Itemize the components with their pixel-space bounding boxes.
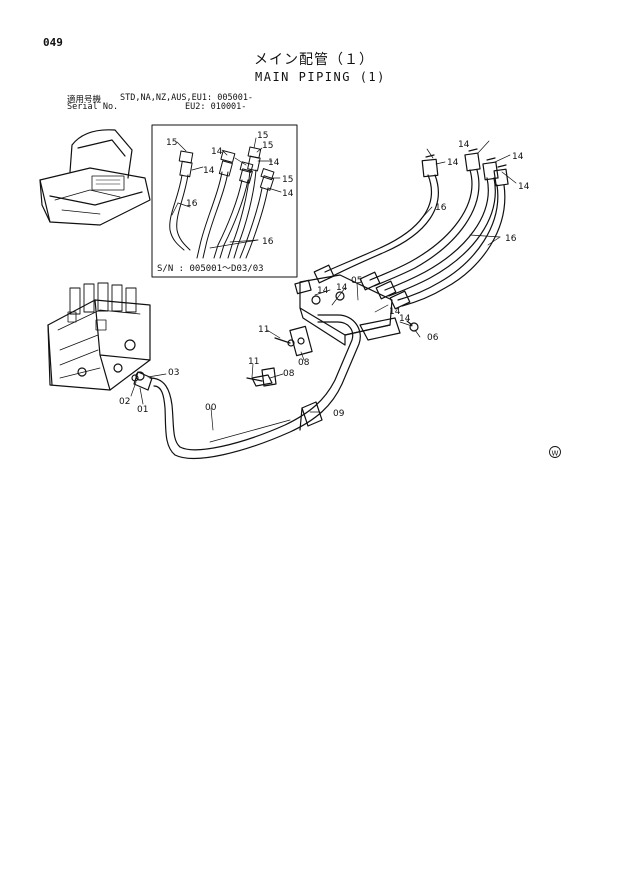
manifold-block [294,274,401,346]
hose-assembly [313,148,509,310]
serial-label-english: Serial No. [67,102,119,112]
callout-14: 14 [512,152,524,162]
callout-02: 02 [119,397,130,407]
callout-01: 01 [137,405,148,415]
inset-serial-range: S/N : 005001～D03/03 [157,264,264,274]
page-number: 049 [43,36,63,49]
callout-08: 08 [298,358,310,368]
callout-14: 14 [317,286,329,296]
callout-15: 15 [166,138,177,148]
callout-08: 08 [283,369,295,379]
callout-16: 16 [435,203,447,213]
main-pipe [131,314,361,460]
callout-06: 06 [427,333,439,343]
callout-14: 14 [518,182,530,192]
clamp-08-lower [251,367,277,387]
callout-14: 14 [203,166,215,176]
title-english: MAIN PIPING (1) [255,70,386,84]
callout-15: 15 [282,175,293,185]
callout-11: 11 [248,357,259,367]
callout-05: 05 [351,276,362,286]
inset-hoses [169,146,275,259]
corner-mark-letter: W [552,450,559,458]
bolt-11-upper [274,337,295,347]
callout-00: 00 [205,403,217,413]
callout-14: 14 [211,147,223,157]
callout-16: 16 [262,237,274,247]
callout-15: 15 [257,131,268,141]
serial-label-japanese: 適用号機 [67,95,102,105]
callout-14: 14 [389,307,401,317]
callout-11: 11 [258,325,269,335]
callout-16: 16 [186,199,198,209]
callout-15: 15 [262,141,273,151]
callout-14: 14 [458,140,470,150]
control-valve-icon [47,282,151,391]
bracket-09 [299,401,323,431]
title-japanese: メイン配管（１） [254,52,374,68]
callout-14: 14 [268,158,280,168]
excavator-thumbnail-icon [39,129,151,226]
callout-14: 14 [447,158,459,168]
serial-line-2: EU2: 010001- [185,102,247,112]
corner-mark-icon [549,446,561,458]
callout-03: 03 [168,368,179,378]
inset-detail-box [151,124,298,278]
callout-16: 16 [505,234,517,244]
callout-14: 14 [336,283,348,293]
bolt-11-lower [246,377,263,382]
callout-14: 14 [399,314,411,324]
serial-line-1: STD,NA,NZ,AUS,EU1: 005001- [120,93,254,103]
clamp-08-upper [289,325,313,357]
bolt-06 [406,320,419,332]
callout-14: 14 [282,189,294,199]
callout-09: 09 [333,409,345,419]
